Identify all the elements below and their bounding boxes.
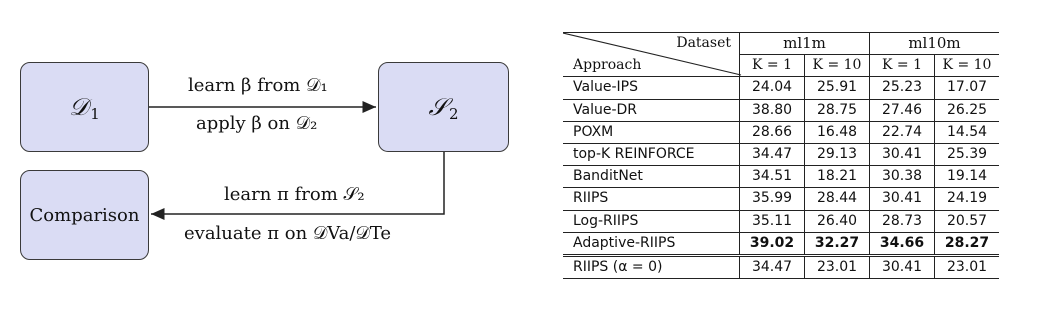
s2-symbol: 𝒮 <box>428 93 448 121</box>
row-method: Log-RIIPS <box>563 210 740 233</box>
row-value: 23.01 <box>934 255 999 280</box>
row-value: 28.27 <box>934 232 999 257</box>
arrow-s2-to-comparison <box>151 152 445 220</box>
row-value: 24.19 <box>934 187 999 211</box>
row-value: 16.48 <box>804 121 870 144</box>
row-value: 30.38 <box>869 165 935 189</box>
comparison-label: Comparison <box>29 204 140 226</box>
table-row: Value-IPS 24.04 25.91 25.23 17.07 <box>563 76 999 100</box>
row-value: 30.41 <box>869 255 935 280</box>
row-method: POXM <box>563 121 740 144</box>
row-value: 20.57 <box>934 210 999 233</box>
edge-label-learn-beta: learn β from 𝒟₁ <box>188 75 328 96</box>
diagram-arrows <box>149 101 445 220</box>
row-value: 19.14 <box>934 165 999 189</box>
table-row: RIIPS 35.99 28.44 30.41 24.19 <box>563 187 999 211</box>
k-header: K = 1 <box>739 54 805 78</box>
row-value: 14.54 <box>934 121 999 144</box>
k-header: K = 10 <box>934 54 999 78</box>
row-value: 34.47 <box>739 143 805 167</box>
edge-label-evaluate-pi: evaluate π on 𝒟Va/𝒟Te <box>184 223 392 244</box>
group-ml1m: ml1m <box>739 31 870 55</box>
row-value: 30.41 <box>869 143 935 167</box>
row-value: 25.91 <box>804 76 870 100</box>
row-value: 35.99 <box>739 187 805 211</box>
row-value: 28.66 <box>739 121 805 144</box>
k-header: K = 1 <box>869 54 935 78</box>
s2-subscript: 2 <box>449 105 459 123</box>
row-value: 28.44 <box>804 187 870 211</box>
row-value: 27.46 <box>869 99 935 122</box>
row-value: 25.23 <box>869 76 935 100</box>
edge-label-apply-beta: apply β on 𝒟₂ <box>196 113 318 134</box>
table-row: BanditNet 34.51 18.21 30.38 19.14 <box>563 165 999 189</box>
row-value: 17.07 <box>934 76 999 100</box>
row-value: 25.39 <box>934 143 999 167</box>
row-method: RIIPS (α = 0) <box>563 255 740 280</box>
row-value: 34.66 <box>869 232 935 257</box>
row-value: 18.21 <box>804 165 870 189</box>
row-value: 26.25 <box>934 99 999 122</box>
table-row: Adaptive-RIIPS 39.02 32.27 34.66 28.27 <box>563 232 999 257</box>
row-method: Value-IPS <box>563 76 740 100</box>
row-value: 23.01 <box>804 255 870 280</box>
row-value: 28.73 <box>869 210 935 233</box>
table-row: Value-DR 38.80 28.75 27.46 26.25 <box>563 99 999 122</box>
table-row: top-K REINFORCE 34.47 29.13 30.41 25.39 <box>563 143 999 167</box>
row-method: Value-DR <box>563 99 740 122</box>
box-comparison: Comparison <box>20 170 149 260</box>
d1-subscript: 1 <box>90 105 100 123</box>
row-value: 30.41 <box>869 187 935 211</box>
row-value: 35.11 <box>739 210 805 233</box>
row-method: RIIPS <box>563 187 740 211</box>
k-header: K = 10 <box>804 54 870 78</box>
row-value: 26.40 <box>804 210 870 233</box>
table-row-ablation: RIIPS (α = 0) 34.47 23.01 30.41 23.01 <box>563 255 999 280</box>
d1-symbol: 𝒟 <box>69 93 89 121</box>
row-value: 34.47 <box>739 255 805 280</box>
table-row: POXM 28.66 16.48 22.74 14.54 <box>563 121 999 144</box>
corner-approach: Approach <box>563 54 740 78</box>
row-value: 34.51 <box>739 165 805 189</box>
group-ml10m: ml10m <box>869 31 999 55</box>
row-method: BanditNet <box>563 165 740 189</box>
edge-label-learn-pi: learn π from 𝒮₂ <box>224 184 365 205</box>
corner-dataset: Dataset <box>563 31 740 55</box>
row-value: 24.04 <box>739 76 805 100</box>
row-value: 22.74 <box>869 121 935 144</box>
row-value: 38.80 <box>739 99 805 122</box>
row-method: top-K REINFORCE <box>563 143 740 167</box>
table-row: Log-RIIPS 35.11 26.40 28.73 20.57 <box>563 210 999 233</box>
row-value: 32.27 <box>804 232 870 257</box>
results-table-wrap: Dataset ml1m ml10m Approach K = 1 K = 10… <box>563 31 1013 294</box>
row-value: 28.75 <box>804 99 870 122</box>
results-table: Dataset ml1m ml10m Approach K = 1 K = 10… <box>563 31 999 280</box>
row-method: Adaptive-RIIPS <box>563 232 740 257</box>
row-value: 39.02 <box>739 232 805 257</box>
row-value: 29.13 <box>804 143 870 167</box>
